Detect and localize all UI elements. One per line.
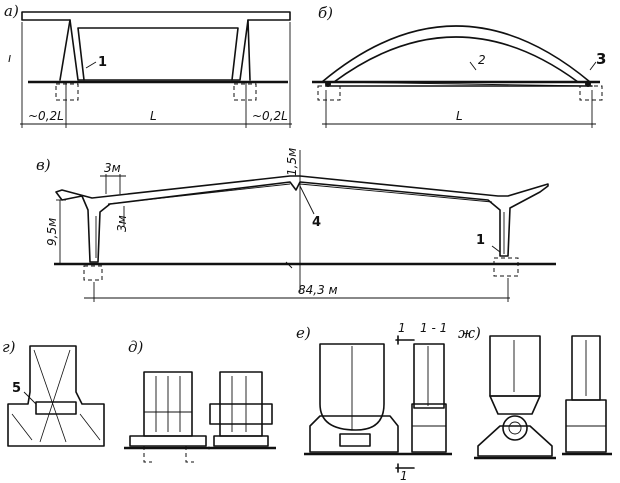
e-section-label: 1 - 1	[420, 321, 447, 335]
dim-v-95m: 9,5м	[45, 218, 59, 246]
figure-zh-pin	[474, 335, 612, 460]
dim-v-15m: 1,5м	[285, 148, 299, 176]
label-d: д)	[128, 338, 144, 356]
dim-a-right: ~0,2L	[252, 109, 288, 123]
callout-g-5: 5	[12, 381, 21, 396]
dim-v-3m-side: 3м	[115, 215, 129, 232]
dim-v-3m-top: 3м	[104, 161, 121, 175]
figure-e-base	[304, 335, 452, 473]
e-mark-top: 1	[398, 321, 406, 335]
figure-a-frame	[20, 11, 292, 128]
label-a: а)	[4, 2, 19, 20]
label-zh: ж)	[458, 324, 481, 342]
callout-v-1: 1	[476, 233, 485, 248]
margin-mark: ı	[8, 51, 11, 65]
callout-a-1: 1	[98, 55, 107, 70]
figure-b-arch	[312, 25, 603, 128]
label-g: г)	[2, 338, 16, 356]
dim-a-left: ~0,2L	[28, 109, 64, 123]
callout-b-2: 2	[478, 53, 486, 67]
label-v: в)	[36, 156, 51, 174]
dim-v-span: 84,3 м	[298, 283, 338, 297]
dim-b-span: L	[456, 109, 463, 123]
dim-a-span: L	[150, 109, 157, 123]
label-e: е)	[296, 324, 311, 342]
figure-g-joint	[7, 345, 105, 447]
label-b: б)	[318, 4, 333, 22]
e-mark-bottom: 1	[400, 469, 408, 483]
callout-b-3: 3	[596, 50, 606, 68]
callout-v-4: 4	[312, 215, 321, 230]
figure-v-frame	[54, 150, 556, 302]
figure-d-base	[124, 371, 276, 463]
